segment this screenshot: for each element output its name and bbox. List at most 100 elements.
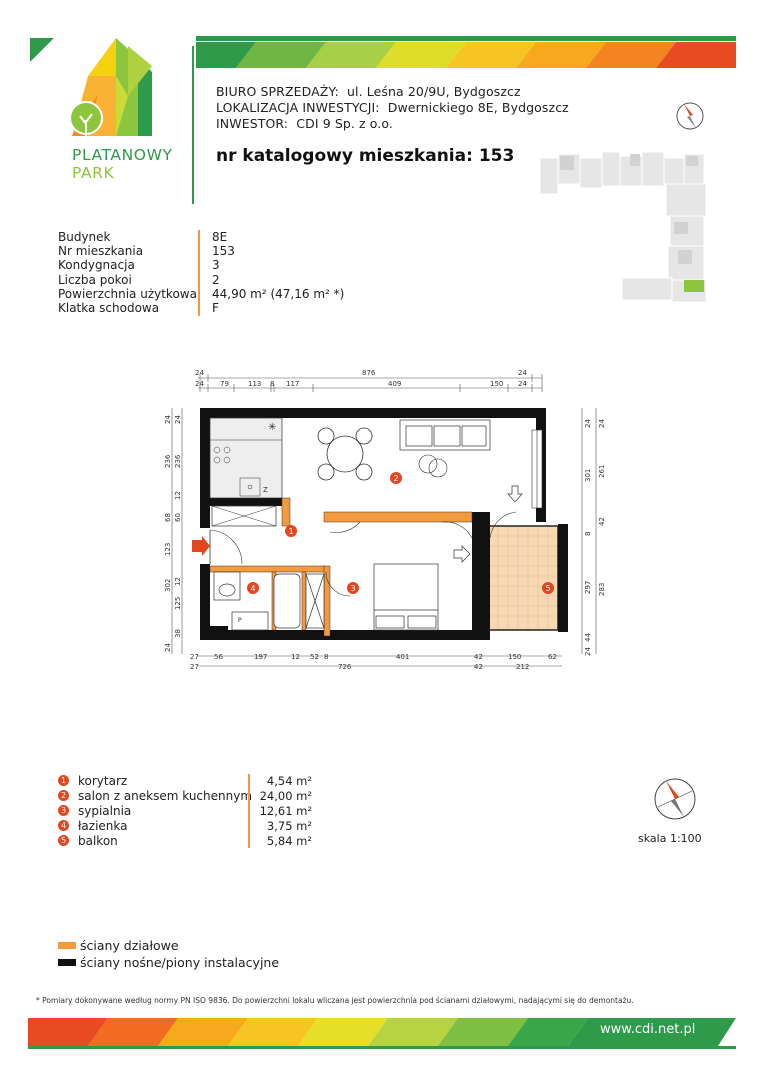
room-number: 4 <box>58 820 69 831</box>
site-plan <box>539 151 707 303</box>
dim-label: 60 <box>174 513 182 522</box>
info-value: 3 <box>212 258 220 273</box>
info-values: 8E 153 3 2 44,90 m² (47,16 m² *) F <box>212 230 344 315</box>
fixture-p: P <box>238 617 242 624</box>
sofa <box>399 419 491 451</box>
dim-label: 79 <box>220 380 229 388</box>
dim-label: 301 <box>584 469 592 482</box>
brand-subname: PARK <box>72 164 115 182</box>
dim-label: 42 <box>598 517 606 526</box>
dim-label: 24 <box>518 369 527 377</box>
info-label: Liczba pokoi <box>58 272 132 287</box>
info-labels: Budynek Nr mieszkania Kondygnacja Liczba… <box>58 230 197 315</box>
svg-text:3: 3 <box>351 584 356 593</box>
website-link[interactable]: www.cdi.net.pl <box>600 1022 696 1037</box>
info-label: Budynek <box>58 230 111 244</box>
dim-label: 125 <box>174 597 182 610</box>
dim-label: 401 <box>396 653 409 661</box>
info-divider <box>198 230 200 316</box>
dim-label: 24 <box>164 415 172 424</box>
dim-label: 212 <box>516 663 529 671</box>
dim-label: 409 <box>388 380 401 388</box>
door-arrow-icon <box>453 485 523 563</box>
dim-label: 150 <box>490 380 503 388</box>
dim-label: 726 <box>338 663 352 671</box>
dim-label: 113 <box>248 380 261 388</box>
svg-text:2: 2 <box>394 474 399 483</box>
bathroom-fixtures <box>213 571 325 631</box>
svg-text:1: 1 <box>289 527 294 536</box>
rooms-divider <box>248 774 250 848</box>
footnote: * Pomiary dokonywane według normy PN ISO… <box>36 996 634 1005</box>
site-plan-highlight <box>684 280 704 292</box>
dim-label: 8 <box>584 532 592 536</box>
dim-label: 42 <box>474 653 483 661</box>
investor-line: INWESTOR: CDI 9 Sp. z o.o. <box>216 116 393 131</box>
dim-label: 27 <box>190 663 199 671</box>
dim-label: 123 <box>164 543 172 556</box>
location-line: LOKALIZACJA INWESTYCJI: Dwernickiego 8E,… <box>216 100 569 115</box>
legend-swatch <box>58 959 76 966</box>
legend-bearing: ściany nośne/piony instalacyjne <box>58 955 279 970</box>
dim-label: 38 <box>174 629 182 638</box>
dim-label: 12 <box>291 653 300 661</box>
floor-plan: 24 876 24 24 79 113 8 117 409 150 24 24 … <box>164 369 606 671</box>
brand-name: PLATANOWY <box>72 146 173 164</box>
room-markers: 1 2 3 4 5 <box>247 472 554 594</box>
room-name: balkon <box>78 834 118 848</box>
bed <box>373 563 439 631</box>
dim-label: 261 <box>598 465 606 478</box>
info-label: Kondygnacja <box>58 258 135 273</box>
dim-label: 302 <box>164 579 172 592</box>
info-value: F <box>212 301 219 316</box>
compass-icon <box>654 778 696 820</box>
dim-label: 150 <box>508 653 521 661</box>
legend-swatch <box>58 942 76 949</box>
dim-label: 52 <box>310 653 319 661</box>
dining-table <box>317 427 373 481</box>
info-value: 8E <box>212 230 228 244</box>
dim-label: 283 <box>598 583 606 596</box>
dim-label: 12 <box>174 491 182 500</box>
dim-label: 24 <box>584 647 592 656</box>
dim-label: 24 <box>195 369 204 377</box>
room-area: 12,61 m² <box>259 804 312 818</box>
info-label: Nr mieszkania <box>58 244 144 259</box>
catalog-number: nr katalogowy mieszkania: 153 <box>216 146 515 166</box>
svg-text:4: 4 <box>251 584 256 593</box>
top-banner <box>196 36 736 68</box>
info-value: 153 <box>212 244 235 259</box>
fixture-z: Z <box>263 486 268 494</box>
dim-label: 24 <box>518 380 527 388</box>
dim-label: 876 <box>362 369 376 377</box>
hood-icon: ✳ <box>268 422 276 433</box>
dim-label: 8 <box>270 380 274 388</box>
room-number: 2 <box>58 790 69 801</box>
dim-label: 24 <box>598 419 606 428</box>
logo: PLATANOWY PARK <box>28 36 198 208</box>
room-number: 1 <box>58 775 69 786</box>
legend-partition: ściany działowe <box>58 938 179 953</box>
dim-label: 24 <box>174 415 182 424</box>
dim-label: 24 <box>584 419 592 428</box>
list-item: 4 łazienka <box>58 819 252 834</box>
dim-label: 24 <box>195 380 204 388</box>
dim-label: 297 <box>584 581 592 594</box>
compass-small-icon <box>676 102 704 130</box>
room-number: 3 <box>58 805 69 816</box>
dim-label: 12 <box>174 577 182 586</box>
logo-graphic <box>30 38 194 204</box>
room-area: 5,84 m² <box>266 834 312 848</box>
sales-office-line: BIURO SPRZEDAŻY: ul. Leśna 20/9U, Bydgos… <box>216 84 521 99</box>
room-name: łazienka <box>78 819 128 833</box>
balcony-floor <box>488 526 558 630</box>
dim-label: 8 <box>324 653 328 661</box>
dim-label: 197 <box>254 653 267 661</box>
room-area: 3,75 m² <box>266 819 312 833</box>
dim-label: 117 <box>286 380 299 388</box>
dim-label: 68 <box>164 513 172 522</box>
